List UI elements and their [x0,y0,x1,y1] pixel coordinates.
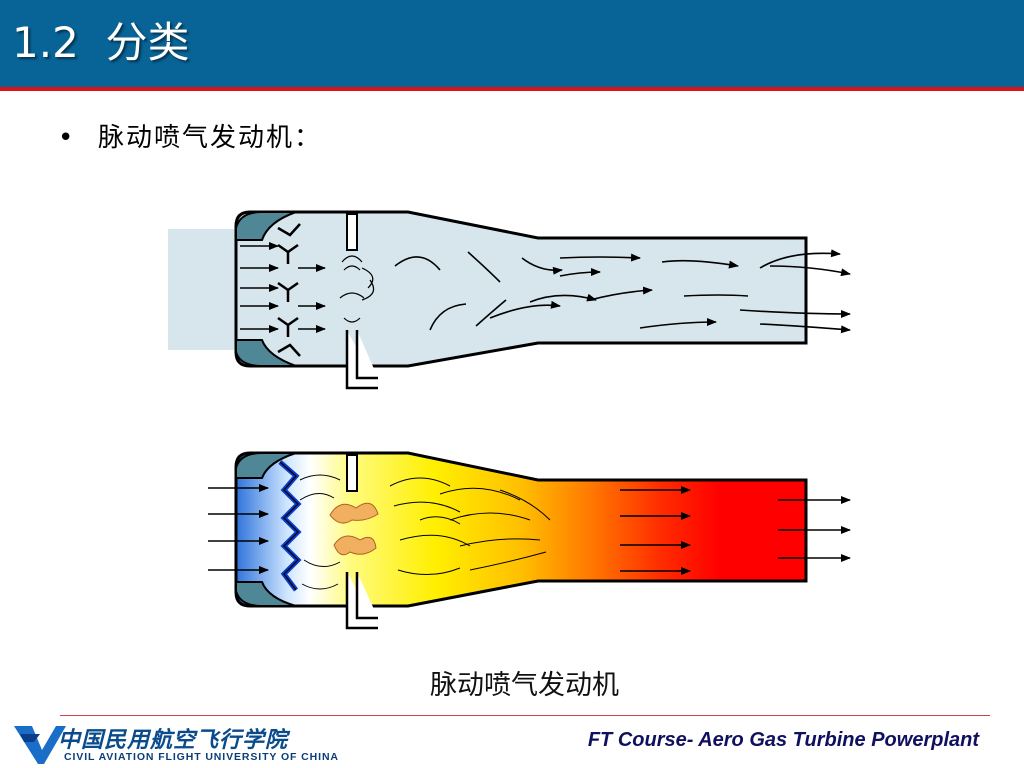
reed-valves [277,223,301,357]
title-underline [0,87,1024,91]
engine-body-bottom [234,451,808,608]
intake-arrows [240,242,326,333]
logo-chinese-name: 中国民用航空飞行学院 [58,727,289,753]
valve-head-icon [235,211,297,241]
fuel-injector [346,213,358,251]
flow-streaks [394,249,851,334]
intake-flow-region [168,229,238,350]
fuel-spray [339,255,375,323]
spark-plug [345,572,378,630]
slide-title: 1.2 分类 [12,18,190,67]
footer-rule [60,715,990,716]
university-logo [14,726,66,764]
engine-bottom [208,451,851,630]
exhaust-arrows [620,486,851,575]
intake-arrows [208,484,269,574]
flame-icon [329,502,379,556]
bullet-item: • 脉动喷气发动机： [58,121,322,155]
combustion-streaks [299,474,551,590]
title-bar [0,0,1024,87]
bullet-dot: • [58,123,74,153]
engine-top [168,210,851,390]
valve-head-icon [235,581,297,607]
bullet-text: 脉动喷气发动机： [98,123,323,153]
logo-english-name: CIVIL AVIATION FLIGHT UNIVERSITY OF CHIN… [64,751,339,763]
valve-head-icon [235,452,297,479]
diagram-caption: 脉动喷气发动机 [430,670,619,701]
engine-body-top [234,210,808,368]
fuel-injector [346,454,358,492]
course-title: FT Course- Aero Gas Turbine Powerplant [587,729,979,751]
valve-head-icon [235,339,297,367]
spark-plug [345,330,378,390]
